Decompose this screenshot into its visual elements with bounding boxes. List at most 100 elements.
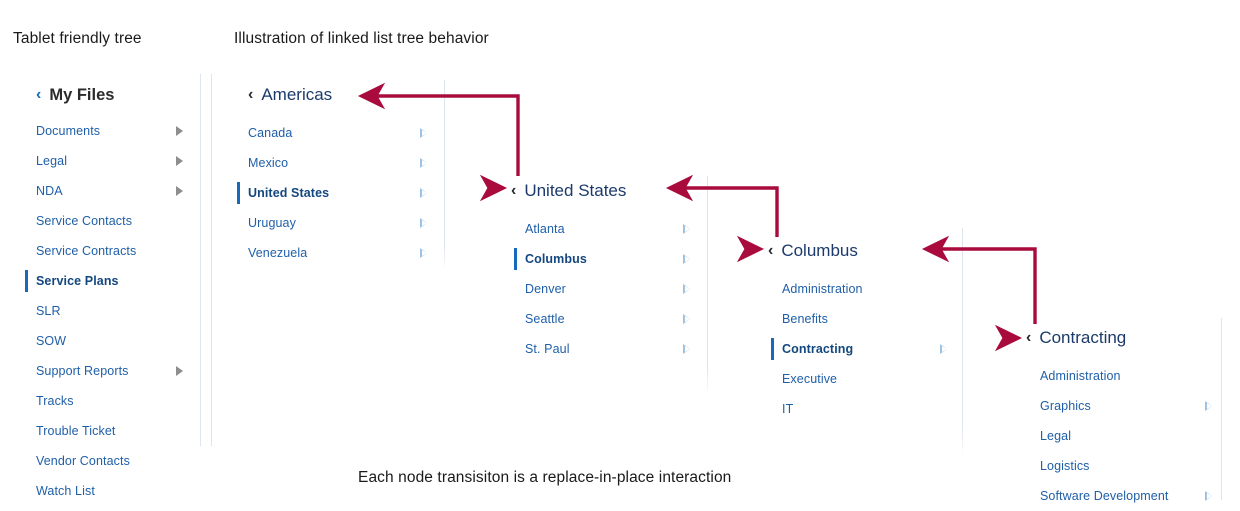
column-header-contracting[interactable]: ‹ Contracting — [1026, 325, 1221, 351]
list-item[interactable]: Software Development — [1040, 481, 1221, 511]
disclosure-outline-triangle-icon[interactable] — [683, 224, 690, 234]
list-item[interactable]: Benefits — [782, 304, 958, 334]
list-item[interactable]: Watch List — [36, 476, 192, 506]
disclosure-outline-triangle-icon[interactable] — [420, 158, 427, 168]
chevron-left-icon[interactable]: ‹ — [36, 86, 42, 103]
list-item[interactable]: SOW — [36, 326, 192, 356]
list-item-label: Benefits — [782, 312, 828, 326]
list-item[interactable]: Seattle — [525, 304, 701, 334]
list-item-label: Contracting — [782, 342, 854, 356]
list-item-selected[interactable]: Columbus — [514, 244, 701, 274]
list-item-label: Legal — [1040, 429, 1072, 443]
tree-list-columbus: Administration Benefits Contracting Exec… — [771, 274, 958, 424]
list-item[interactable]: Administration — [782, 274, 958, 304]
list-item[interactable]: Atlanta — [525, 214, 701, 244]
list-item-label: Atlanta — [525, 222, 565, 236]
list-item[interactable]: Executive — [782, 364, 958, 394]
list-item[interactable]: Support Reports — [36, 356, 192, 386]
disclosure-outline-triangle-icon[interactable] — [420, 188, 427, 198]
list-item-selected[interactable]: Service Plans — [25, 266, 192, 296]
list-item[interactable]: IT — [782, 394, 958, 424]
disclosure-outline-triangle-icon[interactable] — [420, 218, 427, 228]
column-my-files: ‹ My Files Documents Legal NDA Service — [25, 82, 192, 506]
list-item[interactable]: Legal — [36, 146, 192, 176]
list-item[interactable]: Service Contacts — [36, 206, 192, 236]
list-item[interactable]: Vendor Contacts — [36, 446, 192, 476]
column-title: Contracting — [1039, 328, 1127, 347]
list-item[interactable]: Canada — [248, 118, 438, 148]
disclosure-outline-triangle-icon[interactable] — [683, 314, 690, 324]
list-item-label: IT — [782, 402, 794, 416]
list-item[interactable]: NDA — [36, 176, 192, 206]
list-item[interactable]: Logistics — [1040, 451, 1221, 481]
caption-tablet-friendly-tree: Tablet friendly tree — [13, 30, 142, 47]
list-item[interactable]: Uruguay — [248, 208, 438, 238]
chevron-left-icon[interactable]: ‹ — [1026, 329, 1032, 346]
list-item[interactable]: St. Paul — [525, 334, 701, 364]
column-title: My Files — [49, 85, 115, 104]
list-item-selected[interactable]: Contracting — [771, 334, 958, 364]
list-item[interactable]: Graphics — [1040, 391, 1221, 421]
list-item-label: Logistics — [1040, 459, 1090, 473]
column-header-americas[interactable]: ‹ Americas — [248, 82, 438, 108]
column-header-my-files[interactable]: ‹ My Files — [36, 82, 192, 108]
list-item[interactable]: Denver — [525, 274, 701, 304]
caption-replace-in-place: Each node transisiton is a replace-in-pl… — [358, 469, 732, 486]
list-item[interactable]: SLR — [36, 296, 192, 326]
tree-list-americas: Canada Mexico United States Uruguay Vene — [237, 118, 438, 268]
disclosure-outline-triangle-icon[interactable] — [683, 254, 690, 264]
column-americas: ‹ Americas Canada Mexico United States U — [237, 82, 438, 268]
column-header-columbus[interactable]: ‹ Columbus — [768, 238, 958, 264]
column-columbus: ‹ Columbus Administration Benefits Contr… — [768, 238, 958, 424]
disclosure-outline-triangle-icon[interactable] — [683, 284, 690, 294]
disclosure-outline-triangle-icon[interactable] — [1205, 491, 1212, 501]
disclosure-outline-triangle-icon[interactable] — [1205, 401, 1212, 411]
list-item[interactable]: Documents — [36, 116, 192, 146]
list-item-label: St. Paul — [525, 342, 570, 356]
divider-col3-right — [707, 176, 708, 396]
disclosure-filled-triangle-icon[interactable] — [176, 126, 183, 136]
list-item-label: SLR — [36, 304, 61, 318]
disclosure-filled-triangle-icon[interactable] — [176, 186, 183, 196]
list-item-label: SOW — [36, 334, 67, 348]
disclosure-filled-triangle-icon[interactable] — [176, 156, 183, 166]
disclosure-outline-triangle-icon[interactable] — [420, 128, 427, 138]
chevron-left-icon[interactable]: ‹ — [768, 242, 774, 259]
list-item-label: Support Reports — [36, 364, 129, 378]
list-item[interactable]: Mexico — [248, 148, 438, 178]
chevron-left-icon[interactable]: ‹ — [511, 182, 517, 199]
selection-indicator — [25, 270, 28, 292]
list-item-label: Uruguay — [248, 216, 296, 230]
disclosure-outline-triangle-icon[interactable] — [940, 344, 947, 354]
tree-list-contracting: Administration Graphics Legal Logistics … — [1040, 361, 1221, 511]
chevron-left-icon[interactable]: ‹ — [248, 86, 254, 103]
list-item-label: Service Contracts — [36, 244, 137, 258]
column-header-united-states[interactable]: ‹ United States — [511, 178, 701, 204]
list-item[interactable]: Venezuela — [248, 238, 438, 268]
list-item[interactable]: Trouble Ticket — [36, 416, 192, 446]
list-item-selected[interactable]: United States — [237, 178, 438, 208]
list-item-label: Seattle — [525, 312, 565, 326]
selection-indicator — [237, 182, 240, 204]
divider-col2-right — [444, 80, 445, 270]
divider-col5-right — [1221, 318, 1222, 500]
disclosure-outline-triangle-icon[interactable] — [420, 248, 427, 258]
list-item-label: United States — [248, 186, 330, 200]
list-item[interactable]: Tracks — [36, 386, 192, 416]
illustration-stage: Tablet friendly tree Illustration of lin… — [13, 30, 1222, 503]
list-item-label: Tracks — [36, 394, 74, 408]
list-item[interactable]: Service Contracts — [36, 236, 192, 266]
list-item-label: Service Contacts — [36, 214, 133, 228]
list-item-label: Denver — [525, 282, 566, 296]
list-item-label: Executive — [782, 372, 838, 386]
disclosure-outline-triangle-icon[interactable] — [683, 344, 690, 354]
list-item-label: Mexico — [248, 156, 289, 170]
disclosure-filled-triangle-icon[interactable] — [176, 366, 183, 376]
list-item-label: Administration — [1040, 369, 1121, 383]
list-item[interactable]: Administration — [1040, 361, 1221, 391]
list-item-label: Documents — [36, 124, 101, 138]
divider-col1-right — [211, 74, 212, 446]
list-item-label: Service Plans — [36, 274, 119, 288]
list-item-label: Software Development — [1040, 489, 1169, 503]
list-item[interactable]: Legal — [1040, 421, 1221, 451]
